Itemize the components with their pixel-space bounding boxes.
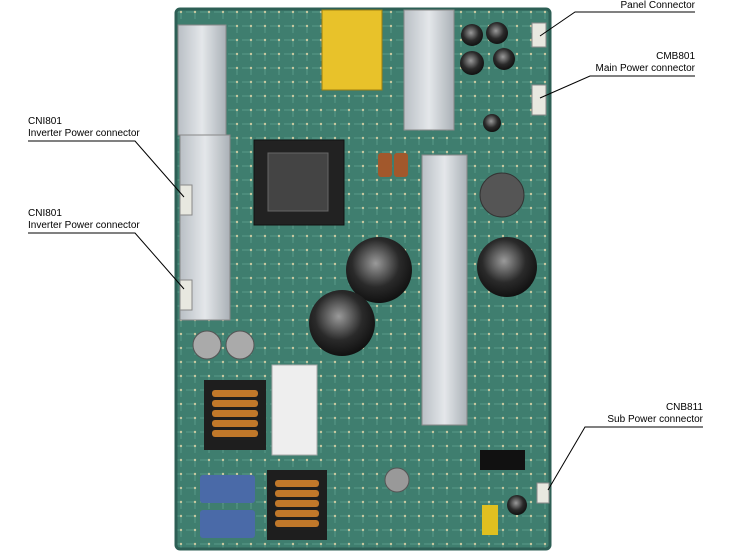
top-capacitors (460, 22, 515, 132)
callout-cmb801-id: CMB801 (656, 51, 695, 62)
panel-connector (531, 22, 547, 48)
callout-cni801-a: CNI801 Inverter Power connector (28, 116, 140, 140)
cni801-a-connector (179, 184, 193, 216)
power-board-photo (174, 7, 552, 551)
callout-cni801-a-id: CNI801 (28, 116, 62, 127)
callout-cni801-b-id: CNI801 (28, 208, 62, 219)
center-heatsink (421, 154, 468, 426)
callout-cnb811-id: CNB811 (665, 402, 703, 413)
top-heatsink (403, 9, 455, 131)
cmb801-connector (531, 84, 547, 116)
top-left-heatsink (177, 24, 227, 136)
callout-cnb811: CNB811 Sub Power connector (607, 402, 703, 426)
callout-panel-title: Panel Connector (620, 0, 696, 11)
callout-cni801-a-desc: Inverter Power connector (28, 128, 140, 139)
callout-panel-connector: Panel Connector (621, 0, 696, 12)
leader-cmb801 (539, 75, 695, 99)
leader-cni801-b (28, 232, 185, 290)
cnb811-connector (536, 482, 550, 504)
callout-cmb801-desc: Main Power connector (595, 63, 696, 74)
leader-panel (539, 11, 695, 37)
callout-cni801-b: CNI801 Inverter Power connector (28, 208, 140, 232)
large-capacitors (309, 172, 537, 356)
leader-cnb811 (547, 426, 703, 491)
yellow-transformer (321, 9, 383, 91)
leader-cni801-a (28, 140, 185, 198)
callout-cmb801: CMB801 Main Power connector (596, 51, 696, 75)
inductor-coils (204, 380, 327, 540)
callout-cni801-b-desc: Inverter Power connector (28, 220, 140, 231)
callout-cnb811-desc: Sub Power connector (607, 414, 703, 425)
